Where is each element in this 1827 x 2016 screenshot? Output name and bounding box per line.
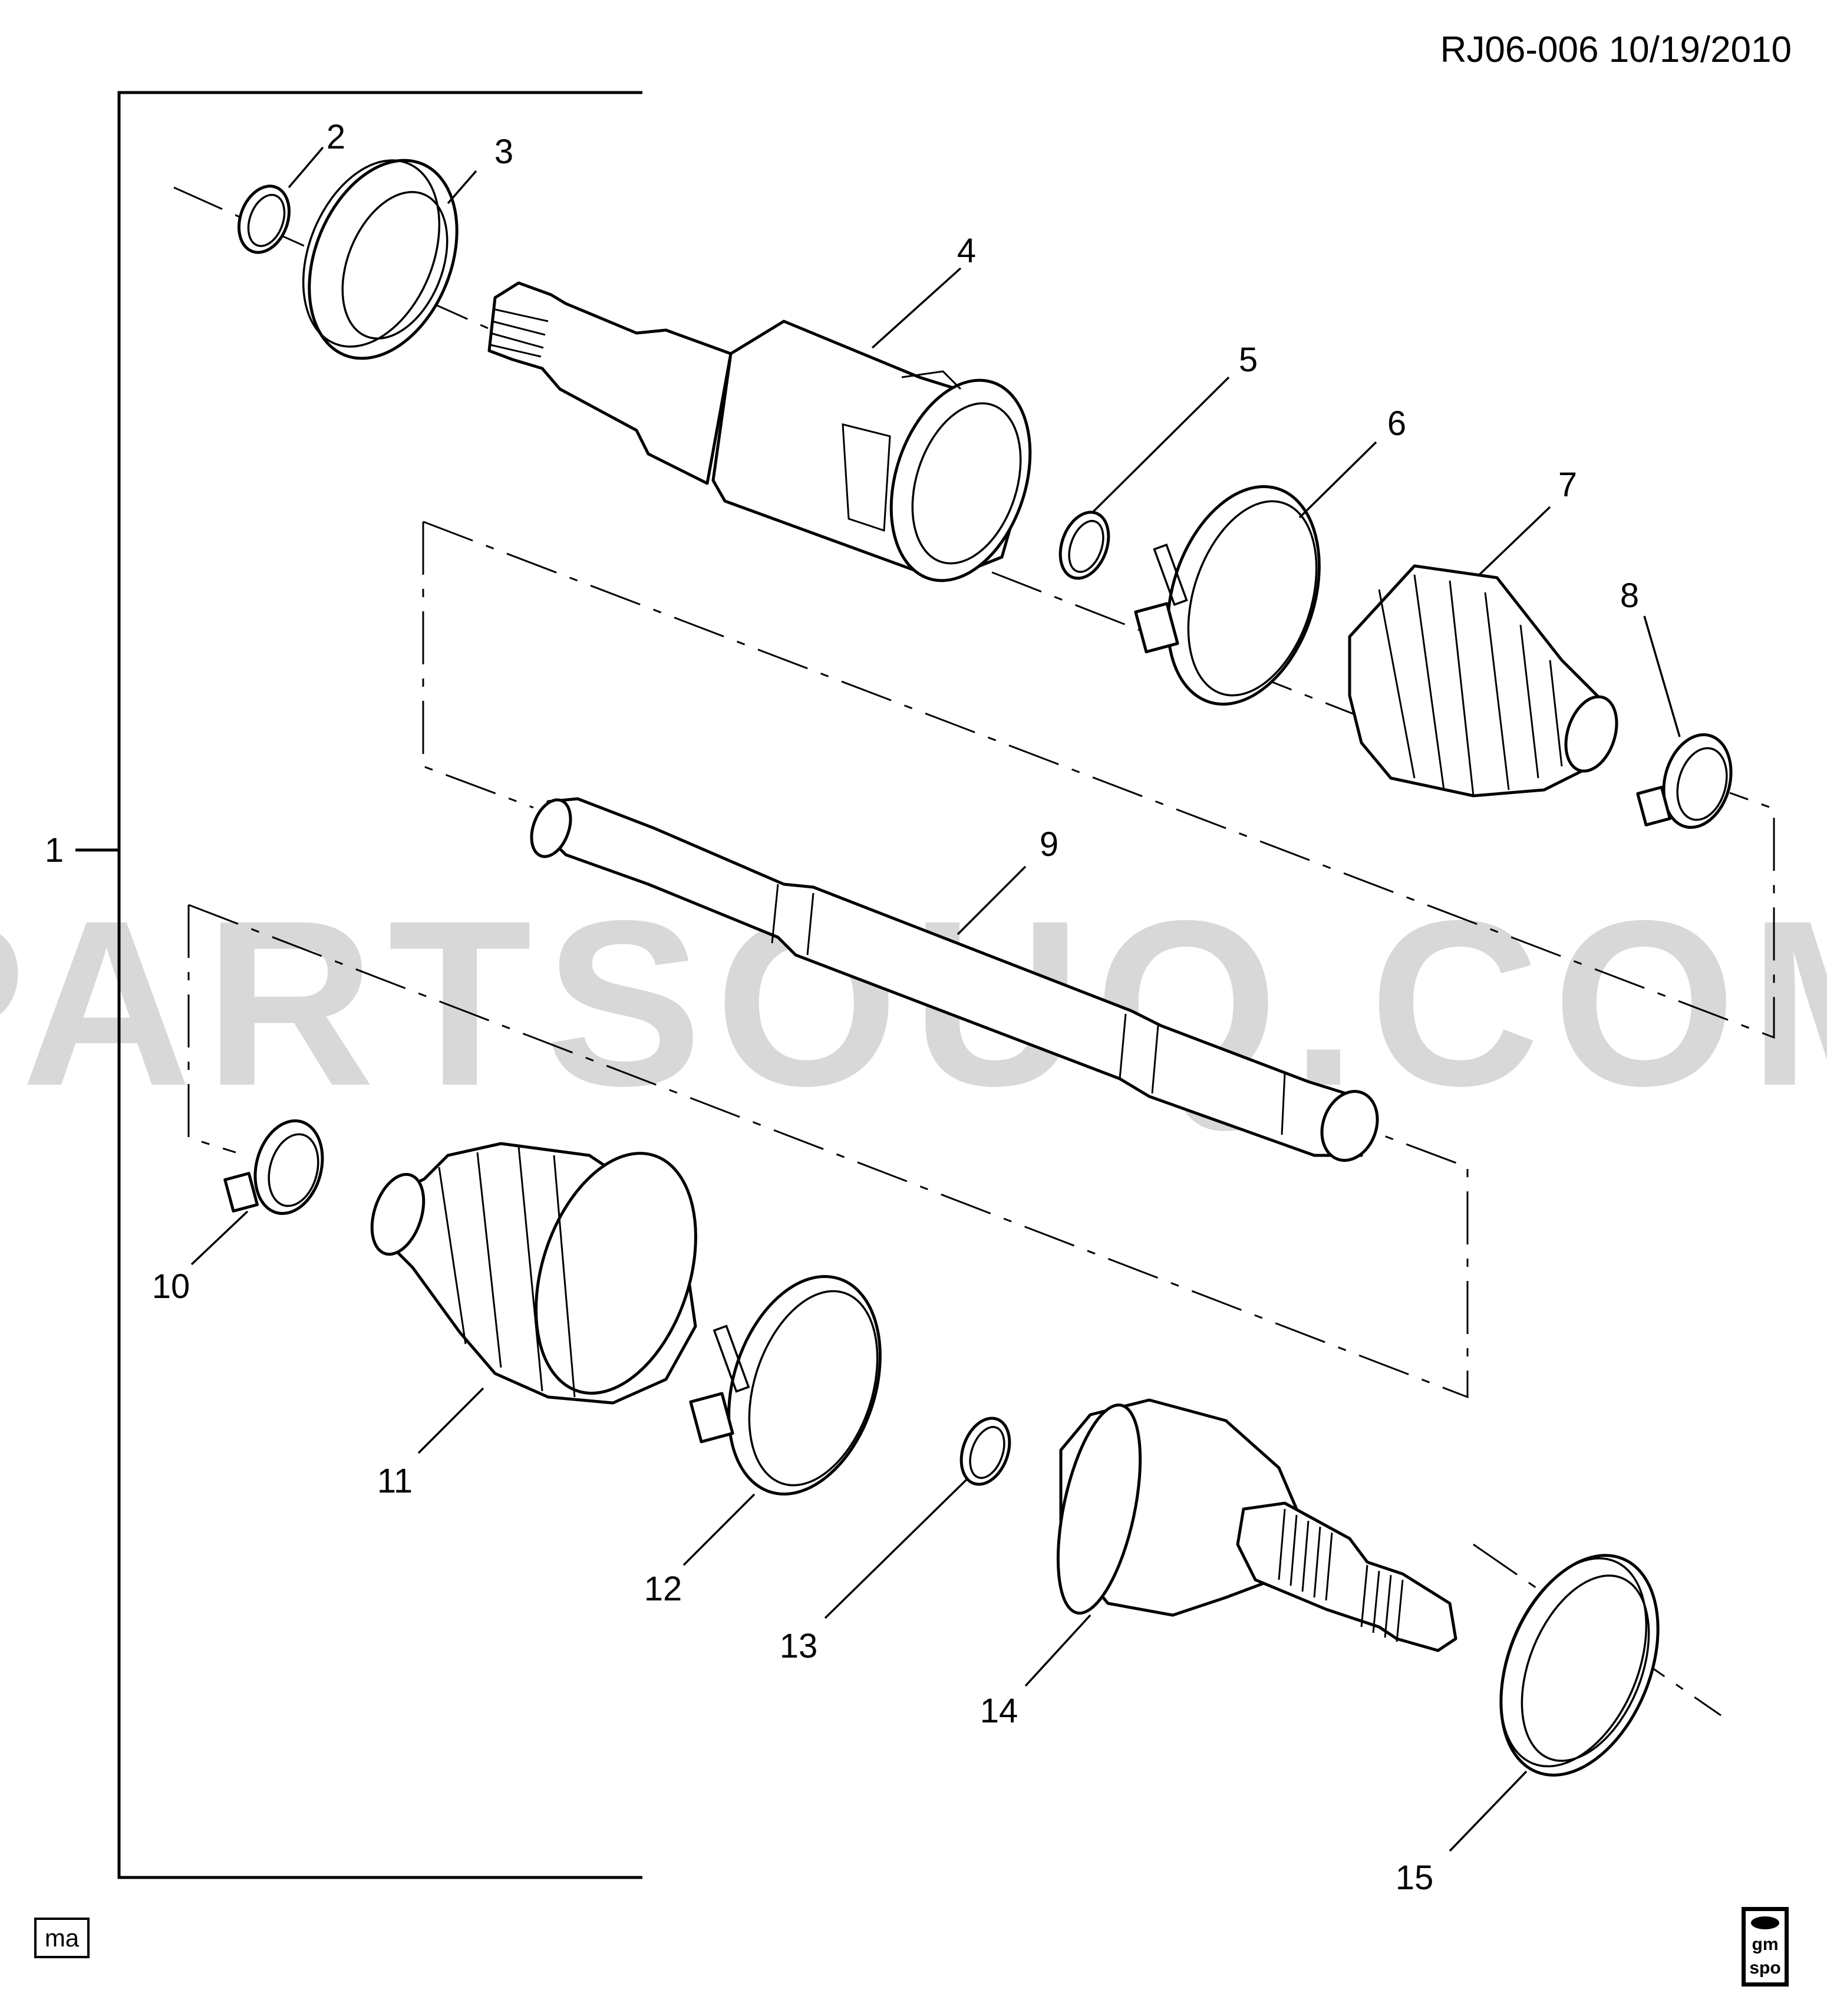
diagram-reference: RJ06-006 10/19/2010 (1440, 29, 1792, 70)
seal-part-3[interactable] (278, 139, 484, 381)
callout-1[interactable]: 1 (45, 831, 64, 869)
callout-8[interactable]: 8 (1620, 577, 1639, 615)
gm-spo-logo: gm spo (1742, 1907, 1789, 1987)
small-clamp-part-10[interactable] (223, 1113, 332, 1221)
snap-ring-part-13[interactable] (952, 1412, 1018, 1491)
boot-clamp-part-6[interactable] (1134, 467, 1345, 724)
half-shaft-part-9[interactable] (525, 795, 1387, 1168)
callout-14[interactable]: 14 (980, 1692, 1018, 1730)
logo-text-top: gm (1752, 1935, 1779, 1954)
snap-ring-part-2[interactable] (230, 179, 298, 259)
outer-boot-part-11[interactable] (362, 1133, 724, 1414)
callout-4[interactable]: 4 (957, 232, 976, 270)
callout-10[interactable]: 10 (152, 1267, 190, 1306)
callout-7[interactable]: 7 (1558, 466, 1577, 504)
logo-text-bottom: spo (1749, 1958, 1780, 1978)
callout-labels: 2 3 4 5 6 7 8 9 10 11 12 13 14 15 (152, 118, 1639, 1897)
upper-group-bracket (422, 521, 1775, 1039)
outer-joint-part-14[interactable] (1043, 1398, 1457, 1652)
inner-boot-part-7[interactable] (1348, 564, 1625, 798)
callout-6[interactable]: 6 (1387, 404, 1406, 443)
seal-part-15[interactable] (1471, 1532, 1689, 1798)
callout-15[interactable]: 15 (1396, 1859, 1434, 1897)
callout-13[interactable]: 13 (780, 1627, 818, 1665)
callout-11[interactable]: 11 (377, 1462, 413, 1500)
callout-9[interactable]: 9 (1040, 825, 1058, 864)
callout-2[interactable]: 2 (327, 118, 345, 156)
callout-5[interactable]: 5 (1239, 341, 1258, 379)
watermark: PARTSOUQ.COM (0, 871, 1827, 1135)
callout-3[interactable]: 3 (494, 133, 513, 171)
lower-group-bracket (187, 904, 1469, 1399)
assembly-bracket (75, 91, 642, 1879)
boot-clamp-part-12[interactable] (689, 1257, 906, 1514)
footer-tag-text: ma (45, 1924, 80, 1952)
spline-stub (490, 308, 549, 358)
snap-ring-part-5[interactable] (1051, 506, 1117, 585)
inner-joint-housing-part-4[interactable] (487, 281, 1054, 598)
leader-lines (190, 146, 1681, 1852)
small-clamp-part-8[interactable] (1636, 727, 1741, 835)
callout-12[interactable]: 12 (644, 1570, 682, 1608)
footer-tag: ma (34, 1918, 90, 1958)
